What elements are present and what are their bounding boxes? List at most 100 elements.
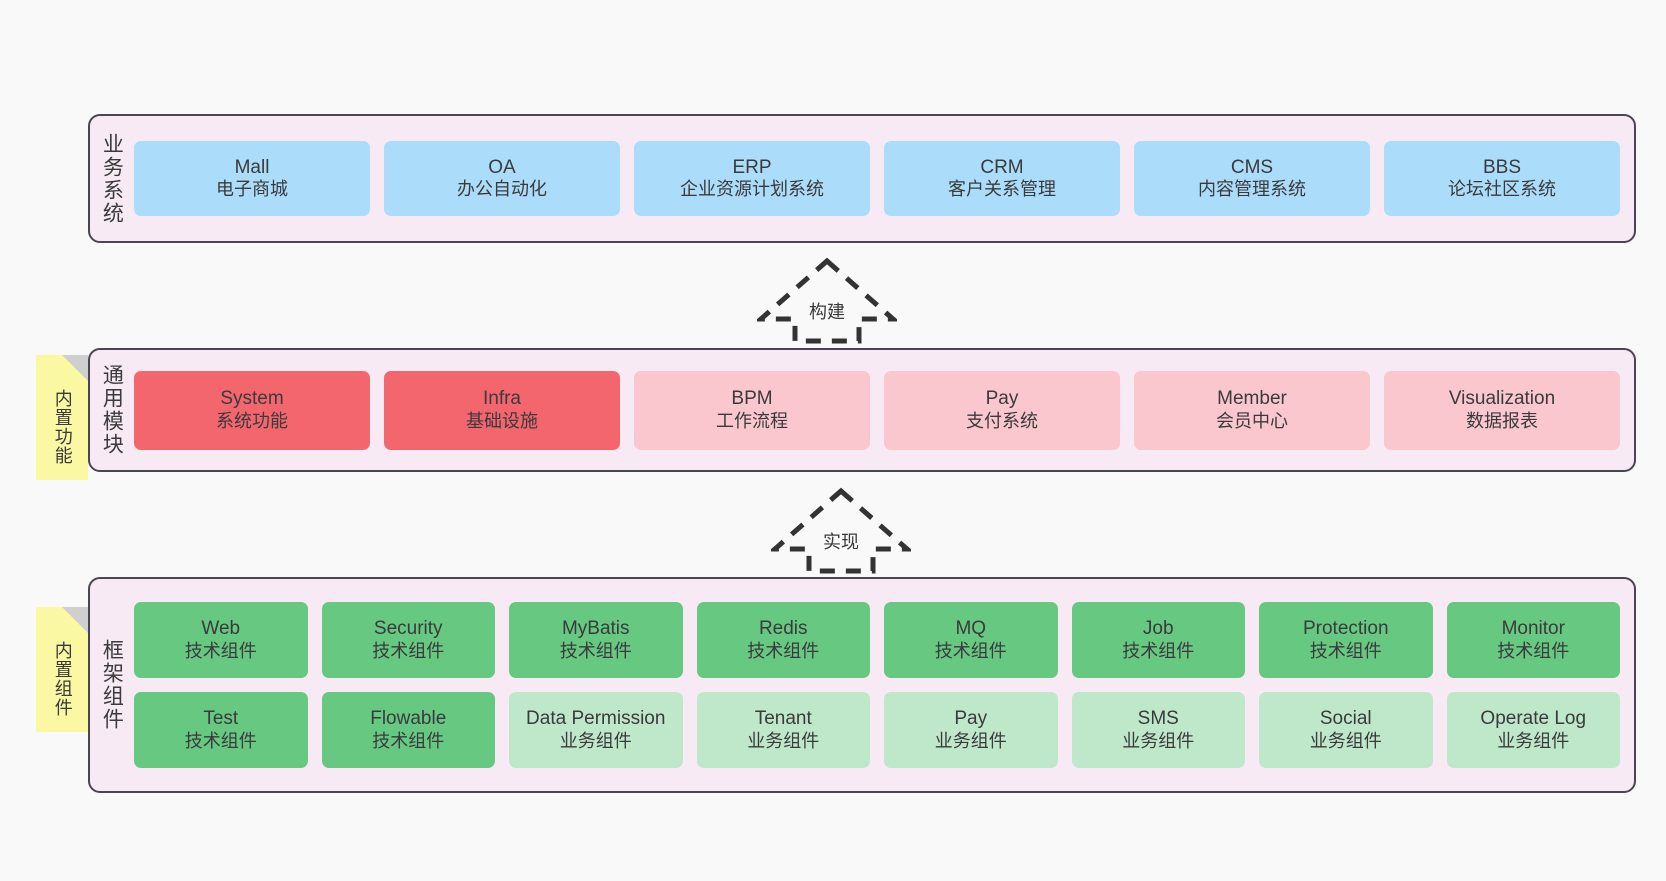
node-subtitle: 业务组件 bbox=[1122, 730, 1195, 751]
node-mall[interactable]: Mall 电子商城 bbox=[134, 141, 370, 216]
node-subtitle: 技术组件 bbox=[1122, 640, 1195, 661]
node-name: Infra bbox=[482, 388, 522, 410]
layer-body-common-module: System 系统功能 Infra 基础设施 BPM 工作流程 Pay 支付系统… bbox=[132, 350, 1634, 470]
node-bpm[interactable]: BPM 工作流程 bbox=[634, 370, 870, 450]
node-oa[interactable]: OA 办公自动化 bbox=[384, 141, 620, 216]
node-infra[interactable]: Infra 基础设施 bbox=[384, 370, 620, 450]
node-name: CMS bbox=[1230, 156, 1274, 178]
node-data-permission[interactable]: Data Permission 业务组件 bbox=[509, 692, 683, 768]
layer-body-framework-component: Web 技术组件 Security 技术组件 MyBatis 技术组件 Redi… bbox=[132, 579, 1634, 791]
node-subtitle: 支付系统 bbox=[966, 410, 1038, 431]
node-pay-component[interactable]: Pay 业务组件 bbox=[884, 692, 1058, 768]
node-visualization[interactable]: Visualization 数据报表 bbox=[1384, 370, 1620, 450]
node-name: BBS bbox=[1482, 156, 1522, 178]
node-operate-log[interactable]: Operate Log 业务组件 bbox=[1446, 692, 1620, 768]
node-name: ERP bbox=[732, 156, 772, 178]
node-sms[interactable]: SMS 业务组件 bbox=[1071, 692, 1245, 768]
node-row: System 系统功能 Infra 基础设施 BPM 工作流程 Pay 支付系统… bbox=[134, 370, 1620, 450]
node-tenant[interactable]: Tenant 业务组件 bbox=[696, 692, 870, 768]
node-subtitle: 业务组件 bbox=[934, 730, 1007, 751]
node-name: Flowable bbox=[370, 708, 447, 730]
node-system[interactable]: System 系统功能 bbox=[134, 370, 370, 450]
node-member[interactable]: Member 会员中心 bbox=[1134, 370, 1370, 450]
note-text: 内置组件 bbox=[52, 640, 73, 717]
node-name: MQ bbox=[955, 618, 987, 640]
node-name: Protection bbox=[1302, 618, 1389, 640]
node-bbs[interactable]: BBS 论坛社区系统 bbox=[1384, 141, 1620, 216]
node-redis[interactable]: Redis 技术组件 bbox=[696, 602, 870, 678]
node-subtitle: 办公自动化 bbox=[457, 179, 547, 200]
node-subtitle: 基础设施 bbox=[466, 410, 538, 431]
node-name: Operate Log bbox=[1480, 708, 1587, 730]
node-name: Monitor bbox=[1501, 618, 1565, 640]
connector-build: 构建 bbox=[754, 257, 900, 345]
connector-build-label: 构建 bbox=[809, 302, 845, 322]
node-subtitle: 技术组件 bbox=[184, 730, 257, 751]
note-builtin-function: 内置功能 bbox=[36, 355, 88, 480]
connector-implement: 实现 bbox=[768, 487, 914, 575]
node-subtitle: 工作流程 bbox=[716, 410, 788, 431]
node-social[interactable]: Social 业务组件 bbox=[1259, 692, 1433, 768]
node-cms[interactable]: CMS 内容管理系统 bbox=[1134, 141, 1370, 216]
node-name: Data Permission bbox=[526, 708, 666, 730]
node-name: Tenant bbox=[754, 708, 812, 730]
node-name: MyBatis bbox=[561, 618, 630, 640]
node-name: Test bbox=[203, 708, 239, 730]
node-name: Job bbox=[1142, 618, 1174, 640]
node-subtitle: 系统功能 bbox=[216, 410, 288, 431]
node-flowable[interactable]: Flowable 技术组件 bbox=[321, 692, 495, 768]
node-protection[interactable]: Protection 技术组件 bbox=[1259, 602, 1433, 678]
node-pay-module[interactable]: Pay 支付系统 bbox=[884, 370, 1120, 450]
node-subtitle: 数据报表 bbox=[1466, 410, 1538, 431]
node-name: Web bbox=[201, 618, 241, 640]
node-name: Redis bbox=[758, 618, 808, 640]
connector-implement-label: 实现 bbox=[823, 532, 859, 552]
node-name: Mall bbox=[234, 156, 270, 178]
node-name: Member bbox=[1217, 388, 1287, 410]
node-monitor[interactable]: Monitor 技术组件 bbox=[1446, 602, 1620, 678]
node-name: Pay bbox=[985, 388, 1019, 410]
layer-title-common-module: 通用模块 bbox=[100, 364, 124, 456]
node-crm[interactable]: CRM 客户关系管理 bbox=[884, 141, 1120, 216]
node-name: BPM bbox=[731, 388, 773, 410]
layer-common-module[interactable]: 通用模块 System 系统功能 Infra 基础设施 BPM 工作流程 Pay… bbox=[88, 348, 1636, 472]
node-row: Test 技术组件 Flowable 技术组件 Data Permission … bbox=[134, 692, 1620, 768]
node-subtitle: 技术组件 bbox=[372, 640, 445, 661]
node-subtitle: 电子商城 bbox=[216, 179, 288, 200]
note-text: 内置功能 bbox=[52, 388, 73, 465]
layer-title-business-system: 业务系统 bbox=[100, 132, 124, 225]
node-test[interactable]: Test 技术组件 bbox=[134, 692, 308, 768]
node-name: System bbox=[220, 388, 284, 410]
node-security[interactable]: Security 技术组件 bbox=[321, 602, 495, 678]
node-subtitle: 技术组件 bbox=[747, 640, 820, 661]
node-subtitle: 业务组件 bbox=[747, 730, 820, 751]
node-subtitle: 客户关系管理 bbox=[948, 179, 1056, 200]
layer-title-framework-component: 框架组件 bbox=[100, 639, 124, 731]
node-mq[interactable]: MQ 技术组件 bbox=[884, 602, 1058, 678]
node-subtitle: 业务组件 bbox=[1497, 730, 1570, 751]
node-subtitle: 技术组件 bbox=[559, 640, 632, 661]
layer-body-business-system: Mall 电子商城 OA 办公自动化 ERP 企业资源计划系统 CRM 客户关系… bbox=[132, 116, 1634, 241]
node-name: Security bbox=[373, 618, 443, 640]
node-name: Visualization bbox=[1448, 388, 1556, 410]
node-row: Web 技术组件 Security 技术组件 MyBatis 技术组件 Redi… bbox=[134, 602, 1620, 678]
node-erp[interactable]: ERP 企业资源计划系统 bbox=[634, 141, 870, 216]
node-job[interactable]: Job 技术组件 bbox=[1071, 602, 1245, 678]
node-name: SMS bbox=[1137, 708, 1179, 730]
node-name: Pay bbox=[954, 708, 988, 730]
note-builtin-component: 内置组件 bbox=[36, 607, 88, 732]
node-subtitle: 技术组件 bbox=[1497, 640, 1570, 661]
node-row: Mall 电子商城 OA 办公自动化 ERP 企业资源计划系统 CRM 客户关系… bbox=[134, 141, 1620, 216]
node-subtitle: 论坛社区系统 bbox=[1448, 179, 1556, 200]
node-name: Social bbox=[1319, 708, 1372, 730]
node-subtitle: 技术组件 bbox=[1309, 640, 1382, 661]
node-subtitle: 业务组件 bbox=[1309, 730, 1382, 751]
layer-business-system[interactable]: 业务系统 Mall 电子商城 OA 办公自动化 ERP 企业资源计划系统 CRM… bbox=[88, 114, 1636, 243]
node-web[interactable]: Web 技术组件 bbox=[134, 602, 308, 678]
node-subtitle: 技术组件 bbox=[934, 640, 1007, 661]
node-name: CRM bbox=[980, 156, 1024, 178]
node-subtitle: 会员中心 bbox=[1216, 410, 1288, 431]
node-mybatis[interactable]: MyBatis 技术组件 bbox=[509, 602, 683, 678]
layer-framework-component[interactable]: 框架组件 Web 技术组件 Security 技术组件 MyBatis 技术组件… bbox=[88, 577, 1636, 793]
